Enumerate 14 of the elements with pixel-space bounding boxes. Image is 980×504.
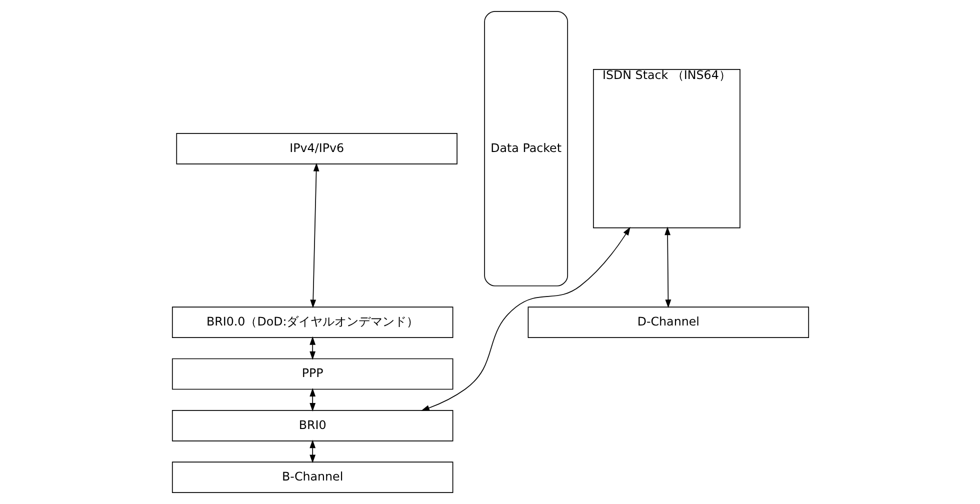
node-box: ISDN Stack （INS64） [592,69,740,228]
node-box: Data Packet [484,10,568,286]
arrow [664,226,671,308]
node-box: D-Channel [527,306,809,338]
arrow [309,440,316,464]
node-box: PPP [171,358,453,390]
arrow [310,162,319,308]
arrow [309,336,316,360]
node-box: IPv4/IPv6 [176,132,457,164]
node-box: BRI0 [171,410,453,442]
arrow [309,388,316,412]
arrow [420,226,630,411]
node-box: BRI0.0（DoD:ダイヤルオンデマンド） [171,306,453,338]
node-box: B-Channel [171,462,453,494]
